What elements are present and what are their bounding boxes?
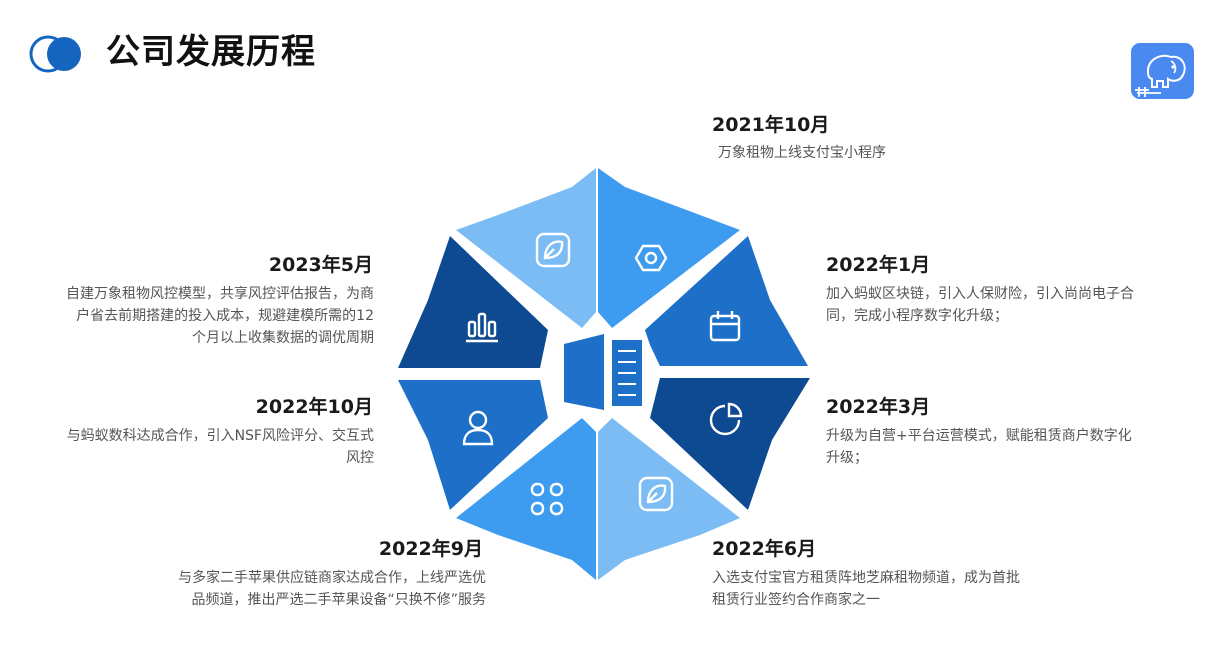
command-icon <box>530 482 564 516</box>
milestone-date-2022-01: 2022年1月 <box>826 254 931 276</box>
document-list-icon <box>564 334 642 410</box>
milestone-text-2021-10: 万象租物上线支付宝小程序 <box>718 145 886 161</box>
milestone-text-2022-10: 与蚂蚁数科达成合作，引入NSF风险评分、交互式风控 <box>66 428 374 466</box>
segment-2022-01 <box>645 236 808 366</box>
milestone-date-2022-06: 2022年6月 <box>712 538 817 560</box>
milestone-date-2022-03: 2022年3月 <box>826 396 931 418</box>
segment-2022-09 <box>456 418 596 580</box>
bar-chart-icon <box>466 312 498 343</box>
leaf-icon <box>638 476 674 512</box>
milestone-text-2022-09: 与多家二手苹果供应链商家达成合作，上线严选优品频道，推出严选二手苹果设备“只换不… <box>178 570 486 608</box>
segment-2023-05 <box>398 236 548 368</box>
milestone-text-2023-05: 自建万象租物风控模型，共享风控评估报告，为商户省去前期搭建的投入成本，规避建模所… <box>66 286 374 346</box>
milestone-date-2021-10: 2021年10月 <box>712 114 830 136</box>
milestone-text-2022-03: 升级为自营+平台运营模式，赋能租赁商户数字化升级； <box>826 428 1132 466</box>
user-icon <box>462 410 494 446</box>
page-title: 公司发展历程 <box>106 32 316 72</box>
segment-2022-06 <box>598 418 740 580</box>
title-accent-icon <box>29 35 81 73</box>
segment-top-left <box>456 168 596 328</box>
milestone-date-2022-10: 2022年10月 <box>255 396 373 418</box>
segment-2022-03 <box>650 378 810 510</box>
milestone-text-2022-06: 入选支付宝官方租赁阵地芝麻租物频道，成为首批租赁行业签约合作商家之一 <box>712 570 1020 608</box>
pie-chart-icon <box>709 402 743 436</box>
milestone-date-2022-09: 2022年9月 <box>378 538 483 560</box>
milestone-date-2023-05: 2023年5月 <box>268 254 373 276</box>
elephant-logo-icon: 萌 <box>1131 43 1194 99</box>
leaf-icon-top-left <box>535 232 571 268</box>
calendar-icon <box>709 311 741 342</box>
milestone-text-2022-01: 加入蚂蚁区块链，引入人保财险，引入尚尚电子合同，完成小程序数字化升级； <box>826 286 1134 324</box>
brand-logo-text: 萌 <box>1139 95 1140 98</box>
segment-2021-10 <box>598 168 740 328</box>
hexagon-nut-icon <box>634 244 668 272</box>
